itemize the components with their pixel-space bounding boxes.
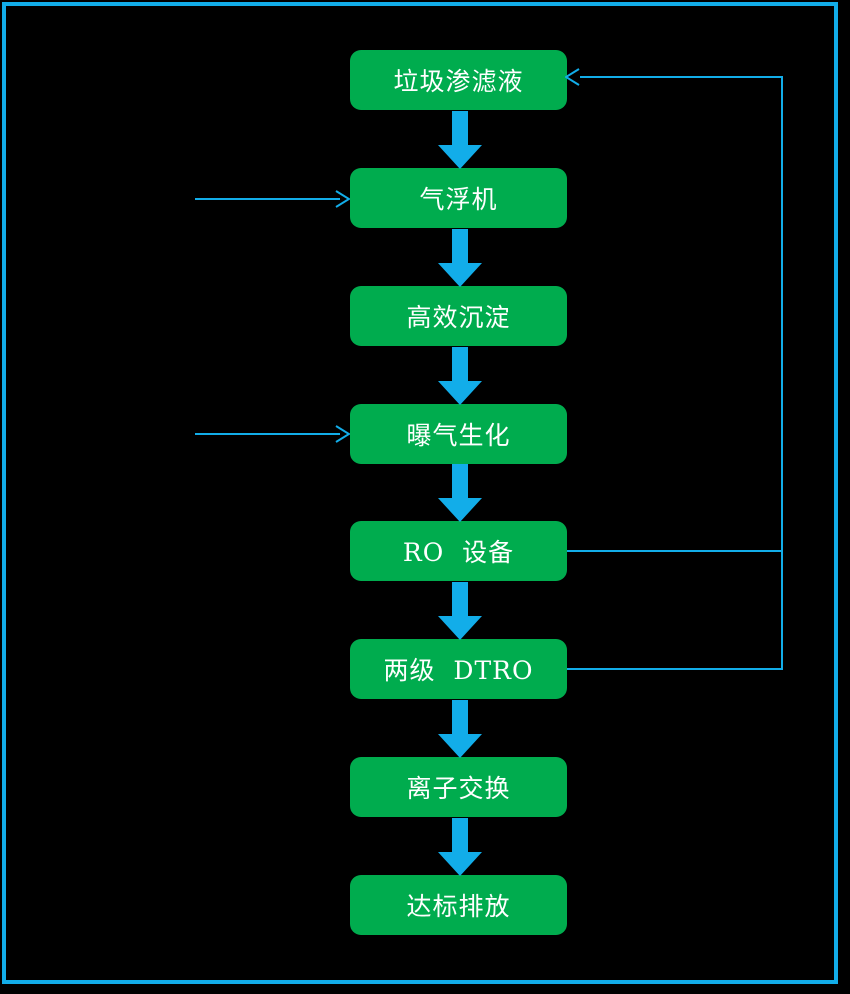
recycle-line-ro-horizontal — [567, 550, 782, 552]
input-arrowhead-air-flotation — [335, 190, 350, 208]
process-node-compliant-discharge[interactable]: 达标排放 — [350, 875, 567, 935]
diagram-border-frame — [2, 2, 838, 984]
flow-arrow-down-3 — [438, 347, 482, 405]
flow-arrow-down-2 — [438, 229, 482, 287]
process-node-waste-leachate[interactable]: 垃圾渗滤液 — [350, 50, 567, 110]
process-node-aeration-biochemical[interactable]: 曝气生化 — [350, 404, 567, 464]
input-arrowhead-aeration-biochemical — [335, 425, 350, 443]
input-line-to-air-flotation — [195, 198, 340, 200]
process-node-ion-exchange[interactable]: 离子交换 — [350, 757, 567, 817]
process-node-high-efficiency-sedimentation[interactable]: 高效沉淀 — [350, 286, 567, 346]
recycle-line-dtro-horizontal — [567, 668, 782, 670]
flow-arrow-down-6 — [438, 700, 482, 758]
process-node-air-flotation[interactable]: 气浮机 — [350, 168, 567, 228]
input-line-to-aeration-biochemical — [195, 433, 340, 435]
recycle-line-return-horizontal — [580, 76, 782, 78]
flow-arrow-down-4 — [438, 464, 482, 522]
process-node-two-stage-dtro[interactable]: 两级 DTRO — [350, 639, 567, 699]
recycle-line-vertical-riser — [781, 76, 783, 670]
flow-arrow-down-5 — [438, 582, 482, 640]
process-node-ro-equipment[interactable]: RO 设备 — [350, 521, 567, 581]
recycle-arrowhead-to-waste-leachate — [565, 68, 580, 86]
flow-arrow-down-7 — [438, 818, 482, 876]
flow-arrow-down-1 — [438, 111, 482, 169]
